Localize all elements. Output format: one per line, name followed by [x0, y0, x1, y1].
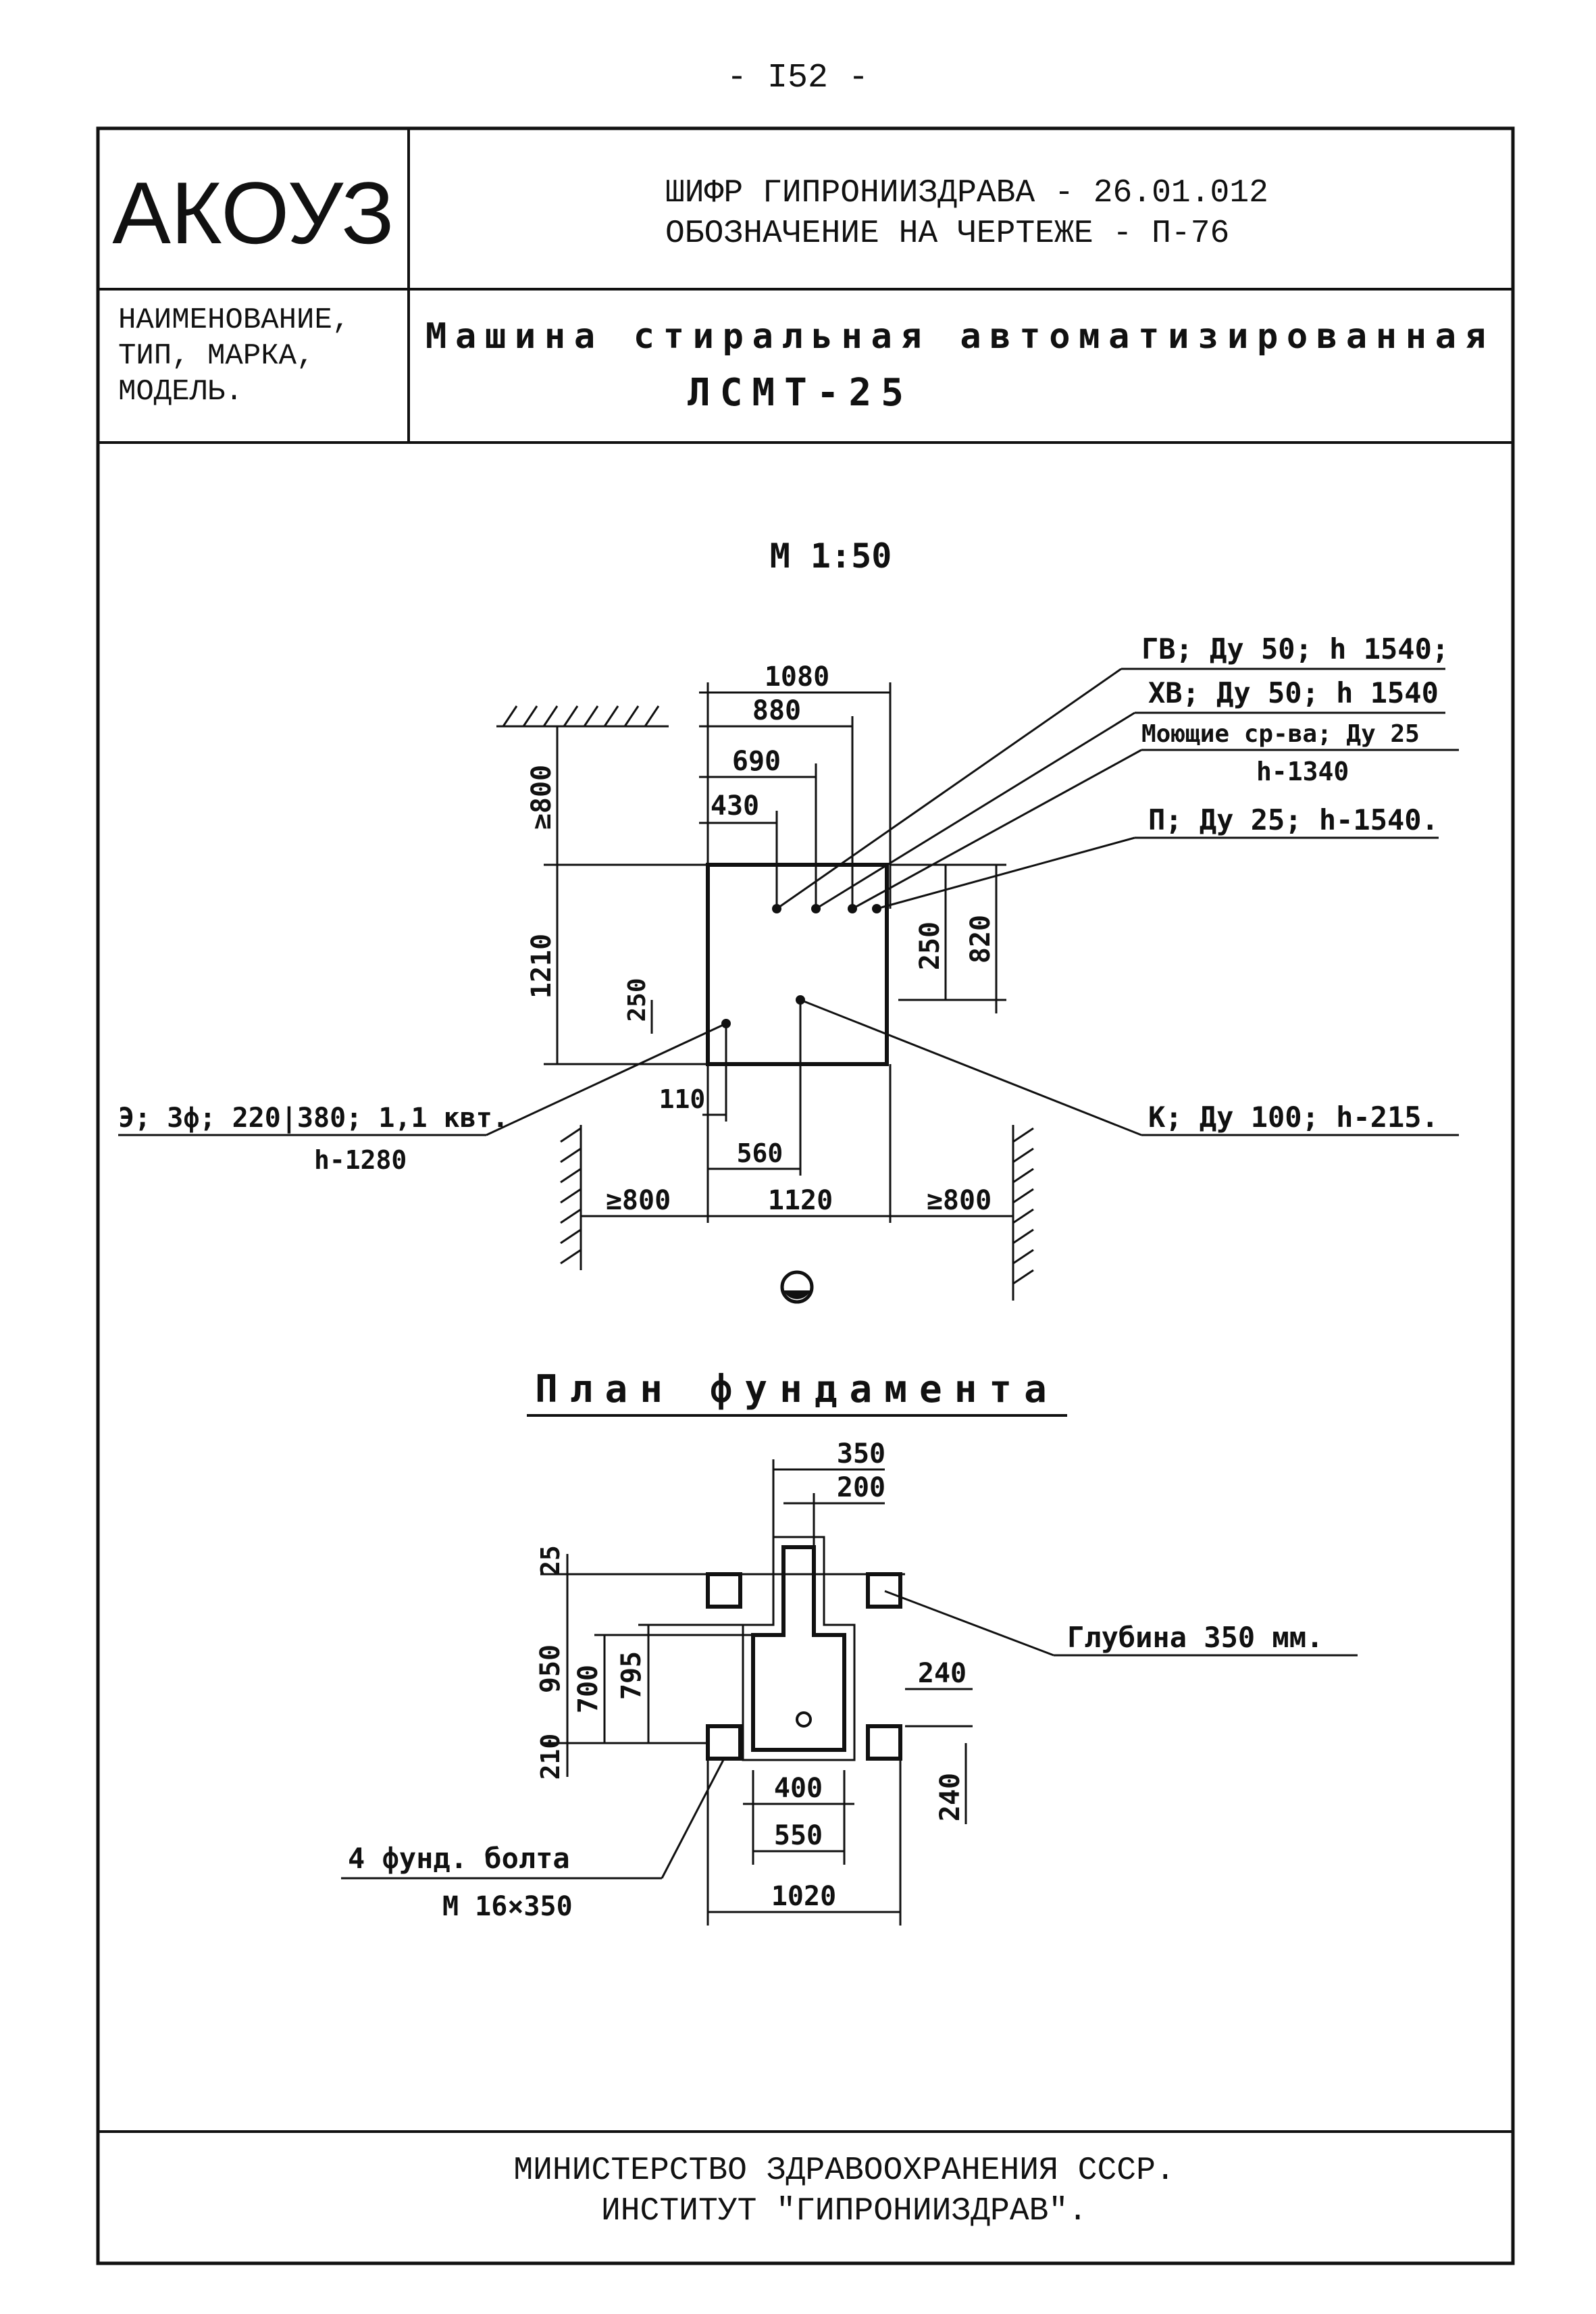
code-line: ШИФР ГИПРОНИИЗДРАВА - 26.01.012: [665, 175, 1268, 211]
dim-350: 350: [837, 1438, 885, 1469]
callout-cold-water: ХВ; Ду 50; h 1540: [1148, 676, 1439, 709]
scale-label: М 1:50: [770, 536, 892, 576]
dim-1210: 1210: [526, 934, 557, 999]
dim-430: 430: [711, 790, 759, 822]
name-label: НАИМЕНОВАНИЕ,: [118, 303, 350, 337]
dim-400: 400: [774, 1773, 823, 1804]
foundation-outline: [742, 1536, 856, 1761]
model-label: МОДЕЛЬ.: [118, 375, 243, 409]
wall-hatch-left: [560, 1125, 582, 1270]
callout-detergent: Моющие ср-ва; Ду 25: [1141, 720, 1420, 748]
dim-880: 880: [752, 695, 801, 726]
institute-line: ИНСТИТУТ "ГИПРОНИИЗДРАВ".: [601, 2193, 1087, 2230]
drain-point: [796, 1711, 812, 1728]
wall-hatch-right: [1012, 1125, 1034, 1301]
dim-1080: 1080: [765, 661, 829, 693]
equipment-title: Машина стиральная автоматизированная: [426, 316, 1486, 357]
callout-detergent-height: h-1340: [1256, 757, 1349, 786]
dim-25: 25: [536, 1545, 565, 1576]
dim-240-horizontal: 240: [918, 1658, 967, 1689]
callout-electric: Э; 3ф; 220|380; 1,1 квт.: [118, 1103, 509, 1134]
dim-800-left: ≥800: [606, 1185, 671, 1216]
depth-label: Глубина 350 мм.: [1067, 1621, 1323, 1654]
callout-electric-height: h-1280: [314, 1145, 407, 1175]
foundation-title: План фундамента: [535, 1367, 1059, 1411]
ministry-line: МИНИСТЕРСТВО ЗДРАВООХРАНЕНИЯ СССР.: [513, 2153, 1175, 2189]
dim-200: 200: [837, 1472, 885, 1503]
wall-hatch-top: [496, 705, 669, 728]
type-label: ТИП, МАРКА,: [118, 339, 314, 373]
dim-210: 210: [536, 1734, 565, 1780]
dim-950: 950: [535, 1644, 566, 1693]
dim-800-right: ≥800: [927, 1185, 992, 1216]
dim-800-vertical: ≥800: [526, 765, 557, 830]
logo: АКОУЗ: [112, 164, 394, 262]
callout-steam: П; Ду 25; h-1540.: [1148, 803, 1439, 836]
dim-795: 795: [616, 1651, 647, 1700]
dim-250-left: 250: [623, 978, 651, 1022]
dim-1120: 1120: [768, 1185, 833, 1216]
dim-560: 560: [737, 1138, 783, 1168]
designation-line: ОБОЗНАЧЕНИЕ НА ЧЕРТЕЖЕ - П-76: [665, 216, 1229, 252]
dim-820: 820: [965, 915, 996, 963]
outer-frame: [96, 126, 1515, 2265]
bolts-label: 4 фунд. болта: [348, 1842, 570, 1875]
dim-1020: 1020: [771, 1881, 836, 1912]
dim-550: 550: [774, 1820, 823, 1851]
dim-110: 110: [659, 1084, 706, 1114]
callout-sewer: К; Ду 100; h-215.: [1148, 1101, 1439, 1134]
equipment-model: ЛСМТ-25: [688, 371, 913, 415]
dim-240-vertical: 240: [935, 1773, 966, 1821]
page-number: - I52 -: [727, 59, 869, 97]
dim-250-right: 250: [915, 922, 946, 970]
dim-700: 700: [573, 1665, 604, 1713]
dim-690: 690: [732, 746, 781, 777]
callout-hot-water: ГВ; Ду 50; h 1540;: [1141, 632, 1449, 665]
operator-position-icon: [780, 1270, 814, 1304]
machine-outline: [706, 863, 889, 1066]
bolts-size: М 16×350: [442, 1891, 573, 1922]
foundation-bolts: [706, 1572, 902, 1761]
